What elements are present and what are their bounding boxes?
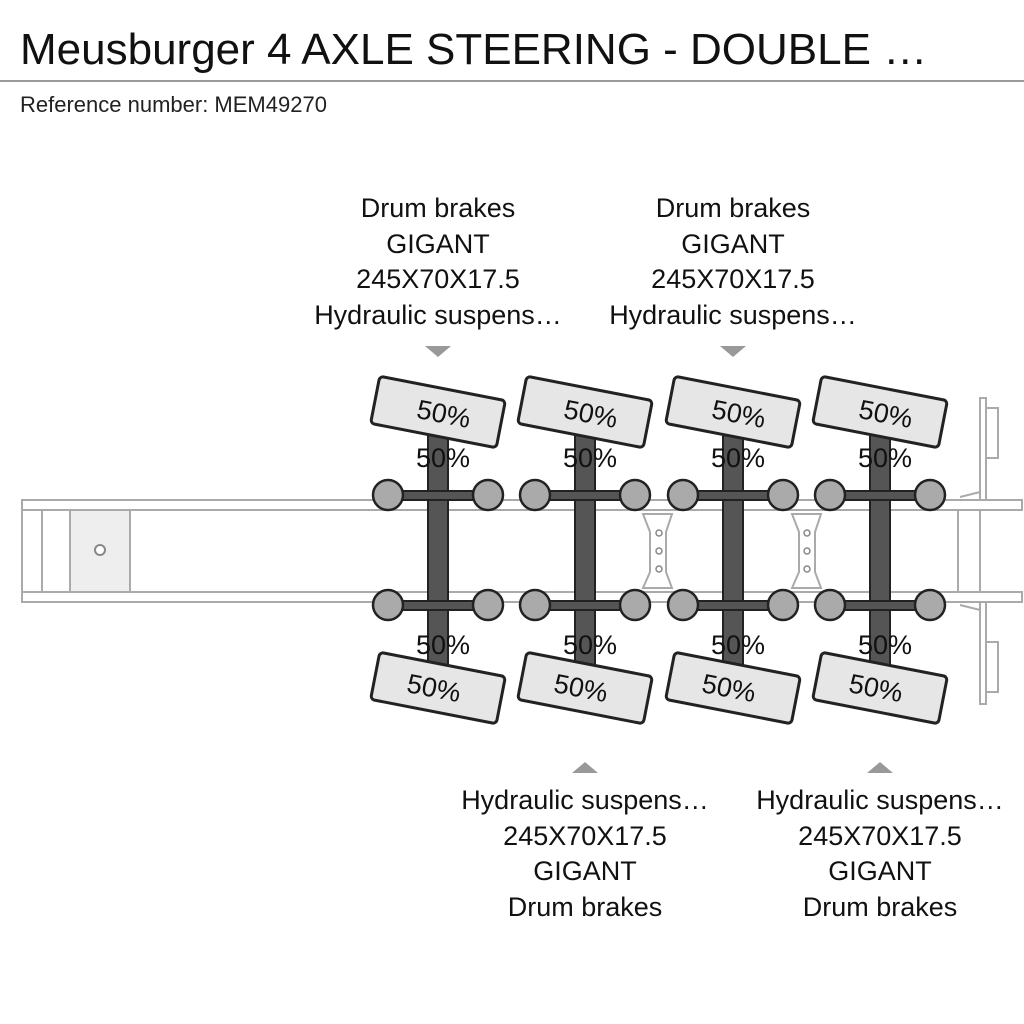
tyre-top: 50% — [516, 375, 654, 449]
wheel-hub — [618, 588, 652, 622]
steering-axle: 50%50%50%50% — [516, 375, 654, 725]
axle-spec-top-1: Drum brakes GIGANT 245X70X17.5 Hydraulic… — [288, 191, 588, 333]
tyre-size: 245X70X17.5 — [651, 264, 815, 294]
axle-wear-bottom: 50% — [711, 630, 765, 660]
rear-light-icon — [985, 641, 999, 693]
wheel-hub — [618, 478, 652, 512]
wheel-hub — [813, 478, 847, 512]
wheel-hub — [471, 588, 505, 622]
axle-brand: GIGANT — [681, 228, 785, 259]
wheel-hub — [518, 588, 552, 622]
kingpin-plate — [69, 509, 131, 593]
suspension-type: Hydraulic suspens… — [461, 785, 709, 815]
arrow-down-icon — [425, 346, 451, 357]
arrow-up-icon — [867, 762, 893, 773]
tyre-size: 245X70X17.5 — [798, 820, 962, 851]
kingpin-icon — [94, 544, 106, 556]
wheel-hub — [371, 478, 405, 512]
axle-spec-top-2: Drum brakes GIGANT 245X70X17.5 Hydraulic… — [583, 191, 883, 333]
title-divider — [0, 80, 1024, 82]
arrow-up-icon — [572, 762, 598, 773]
wheel-hub — [766, 478, 800, 512]
arrow-down-icon — [720, 346, 746, 357]
axle-wear-top: 50% — [563, 443, 617, 473]
tyre-size: 245X70X17.5 — [356, 264, 520, 294]
tyre-bottom: 50% — [516, 651, 654, 725]
reference-number: Reference number: MEM49270 — [20, 92, 327, 117]
axle-wear-bottom: 50% — [563, 630, 617, 660]
axle-spec-bottom-2: Hydraulic suspens… 245X70X17.5 GIGANT Dr… — [730, 783, 1024, 925]
axle-wear-top: 50% — [711, 443, 765, 473]
brake-type: Drum brakes — [655, 193, 811, 223]
tyre-bottom: 50% — [369, 651, 507, 725]
wheel-hub — [666, 478, 700, 512]
wheel-hub — [518, 478, 552, 512]
axle-brand: GIGANT — [386, 228, 490, 259]
tyre-bottom: 50% — [664, 651, 802, 725]
tyre-bottom: 50% — [811, 651, 949, 725]
frame-end-cap — [21, 509, 43, 593]
tyre-top: 50% — [664, 375, 802, 449]
brake-type: Drum brakes — [802, 891, 958, 922]
axle-brand: GIGANT — [533, 856, 637, 886]
tyre-size: 245X70X17.5 — [503, 820, 667, 851]
steering-axle: 50%50%50%50% — [811, 375, 949, 725]
wheel-hub — [471, 478, 505, 512]
steering-axle: 50%50%50%50% — [369, 375, 507, 725]
wheel-hub — [666, 588, 700, 622]
rear-bumper — [957, 509, 981, 593]
suspension-type: Hydraulic suspens… — [609, 299, 857, 330]
tyre-top: 50% — [811, 375, 949, 449]
wheel-hub — [766, 588, 800, 622]
axle-brand: GIGANT — [828, 856, 932, 886]
wheel-hub — [913, 588, 947, 622]
axle-wear-bottom: 50% — [416, 630, 470, 660]
steering-axle: 50%50%50%50% — [664, 375, 802, 725]
wheel-hub — [913, 478, 947, 512]
wheel-hub — [371, 588, 405, 622]
suspension-type: Hydraulic suspens… — [756, 785, 1004, 815]
suspension-type: Hydraulic suspens… — [314, 299, 562, 330]
axle-spec-bottom-1: Hydraulic suspens… 245X70X17.5 GIGANT Dr… — [435, 783, 735, 925]
axle-wear-bottom: 50% — [858, 630, 912, 660]
axle-wear-top: 50% — [416, 443, 470, 473]
brake-type: Drum brakes — [360, 193, 516, 223]
page-title: Meusburger 4 AXLE STEERING - DOUBLE … — [20, 25, 928, 74]
axle-wear-top: 50% — [858, 443, 912, 473]
brake-type: Drum brakes — [507, 891, 663, 922]
rear-light-icon — [985, 407, 999, 459]
tyre-top: 50% — [369, 375, 507, 449]
wheel-hub — [813, 588, 847, 622]
